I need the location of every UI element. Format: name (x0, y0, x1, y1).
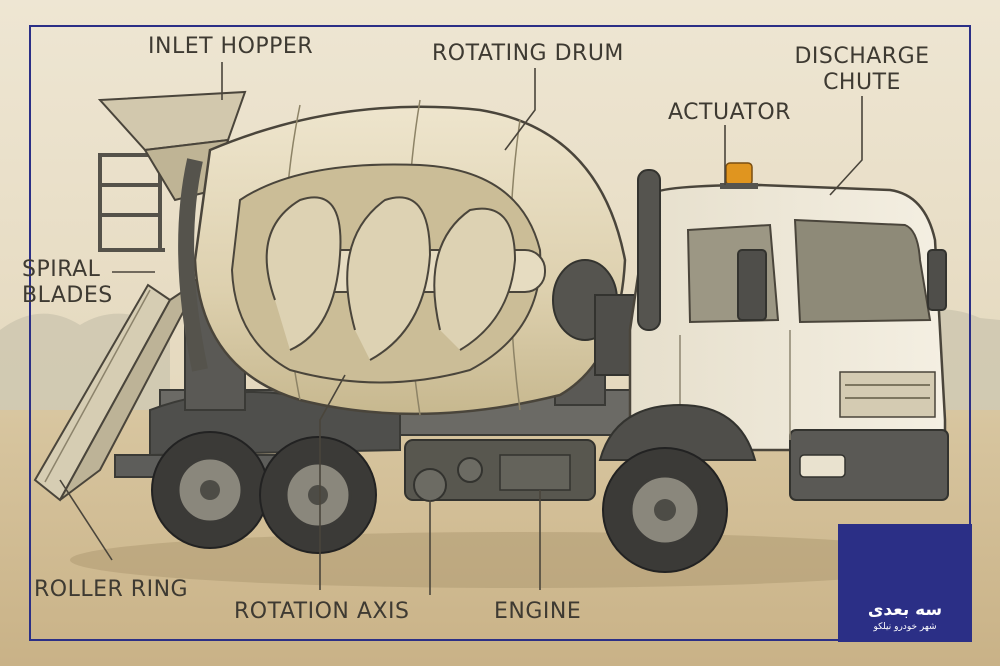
label-discharge-chute-line1: DISCHARGE (794, 44, 930, 69)
rear-wheel-2 (259, 436, 377, 554)
side-mirror-right (927, 249, 947, 311)
label-roller-ring: ROLLER RING (34, 577, 189, 602)
badge-brand-text: سه بعدی (867, 600, 943, 620)
label-spiral-blades: SPIRAL BLADES (22, 257, 113, 309)
label-spiral-blades-line2: BLADES (22, 283, 113, 308)
label-spiral-blades-line1: SPIRAL (22, 257, 101, 282)
label-discharge-chute: DISCHARGE CHUTE (786, 44, 938, 96)
label-actuator: ACTUATOR (668, 100, 791, 125)
side-mirror-left (737, 249, 767, 321)
front-wheel (602, 447, 728, 573)
truck-cab (628, 162, 949, 501)
actuator-beacon (725, 162, 753, 186)
frame-border (29, 25, 971, 641)
roller-ring (178, 158, 208, 372)
cab-grille (839, 371, 936, 418)
leader-rotation-axis (319, 374, 346, 590)
engine-block (404, 439, 596, 502)
cab-windshield (793, 218, 932, 324)
rear-wheel-1 (151, 431, 269, 549)
label-inlet-hopper: INLET HOPPER (148, 34, 314, 59)
rear-platform (98, 153, 165, 252)
leader-rotating-drum (504, 68, 536, 151)
leader-lines (59, 62, 863, 595)
badge-subtitle: شهر خودرو نیلکو (873, 622, 937, 632)
label-engine: ENGINE (494, 599, 582, 624)
label-discharge-chute-line2: CHUTE (823, 70, 901, 95)
front-bumper (789, 429, 949, 501)
label-rotation-axis: ROTATION AXIS (234, 599, 410, 624)
front-fender (598, 403, 757, 461)
brand-badge: سه بعدی شهر خودرو نیلکو (838, 524, 972, 642)
rotating-drum (178, 99, 627, 416)
label-rotating-drum: ROTATING DRUM (432, 41, 624, 66)
leader-discharge-chute (829, 96, 863, 196)
spiral-blades (265, 196, 517, 361)
leader-roller-ring (59, 479, 113, 561)
exhaust-stack (637, 169, 661, 331)
headlight (799, 454, 846, 478)
